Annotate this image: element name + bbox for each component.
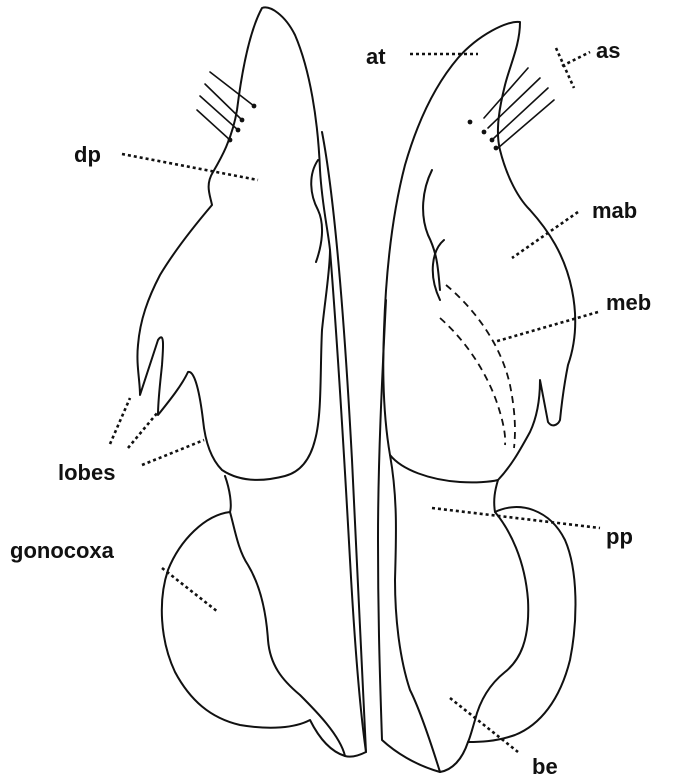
label-lobes: lobes [58,460,115,485]
label-dp: dp [74,142,101,167]
left-setae [197,72,256,142]
left-structure [137,7,366,756]
label-as: as [596,38,620,63]
right-inner-fold [423,170,440,290]
labels: at as dp mab meb lobes pp gonocoxa be [10,38,651,779]
leader-lobes-2 [128,412,158,448]
leader-lobes-3 [142,440,204,465]
leader-be [450,698,518,752]
right-gonostylus-outline [383,22,575,483]
left-gonostylus-outline [137,7,330,479]
left-medial-strip-inner [330,250,366,752]
label-gonocoxa: gonocoxa [10,538,115,563]
label-pp: pp [606,524,633,549]
right-structure [378,22,575,772]
label-meb: meb [606,290,651,315]
label-mab: mab [592,198,637,223]
leader-as [562,52,590,66]
right-medial-strip [378,300,440,772]
leader-mab [512,212,578,258]
right-setae [468,68,554,150]
leader-meb [494,312,598,342]
leader-gonocoxa [162,568,218,612]
label-be: be [532,754,558,779]
leader-lobes-1 [110,398,130,444]
label-at: at [366,44,386,69]
leader-dp [122,154,258,180]
left-gonocoxa-outline [162,476,345,756]
right-meb-dash-2 [440,318,505,445]
leader-pp [432,508,600,528]
right-basal-inner [468,512,528,742]
leader-as-cross [556,48,574,88]
